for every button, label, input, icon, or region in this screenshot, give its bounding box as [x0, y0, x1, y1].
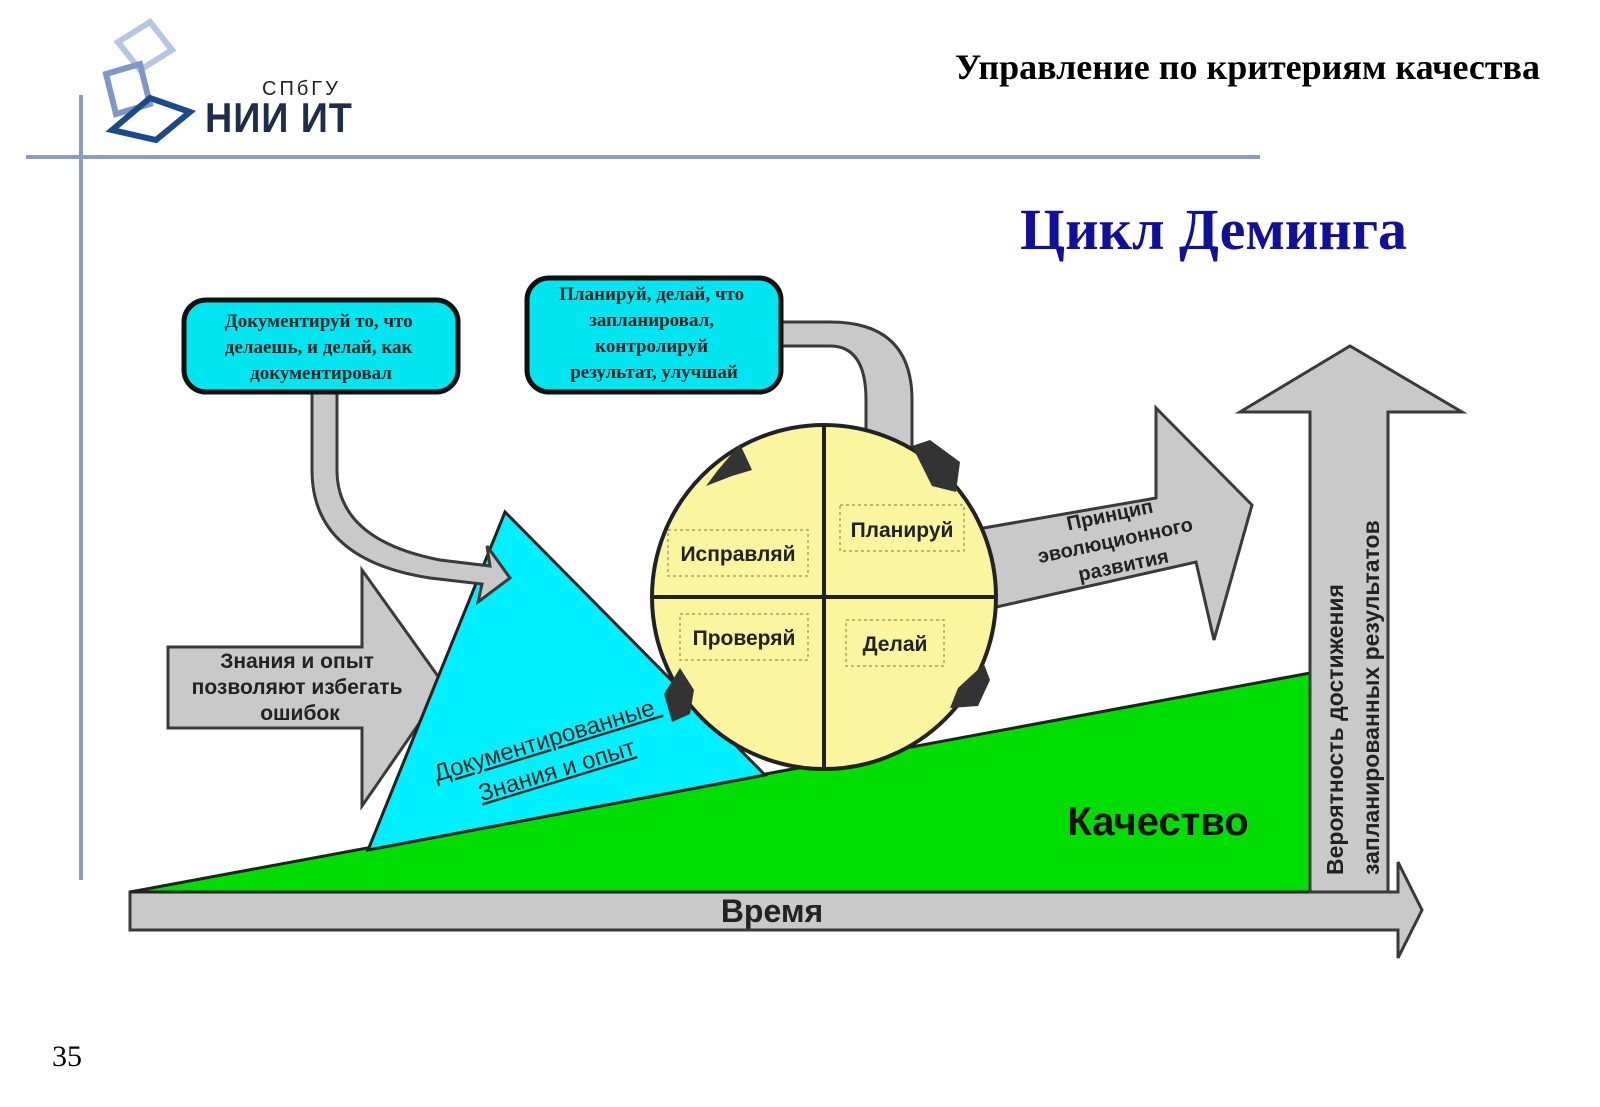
quadrant-check: Проверяй: [693, 627, 796, 650]
knowledge-arrow: [166, 565, 447, 811]
rotation-arrows: [664, 440, 990, 722]
slide-title: Цикл Деминга: [1020, 197, 1408, 262]
bubble-plan-do: Планируй, делай, что запланировал, контр…: [524, 275, 784, 395]
svg-text:Планируй, делай, что з: Планируй, делай, что запланировал, контр…: [559, 284, 749, 383]
logo-text: НИИ ИТ: [205, 94, 353, 141]
rotation-arrow-top-left: [706, 444, 752, 486]
knowledge-arrow-text: Знания и опыт позволяют избегать ошибок: [192, 650, 409, 725]
page-number: 35: [52, 1040, 82, 1073]
evolution-arrow: [970, 404, 1254, 641]
header-title: Управление по критериям качества: [954, 47, 1540, 87]
probability-arrow: [1234, 344, 1468, 894]
curved-arrow-left: [310, 388, 513, 606]
bubble-document: Документируй то, что делаешь, и делай, к…: [181, 297, 461, 395]
time-label: Время: [721, 893, 823, 929]
quadrant-act: Исправляй: [680, 543, 795, 566]
rotation-arrow-bottom-right: [950, 664, 990, 708]
pdca-circle: Исправляй Планируй Проверяй Делай: [650, 423, 998, 771]
quadrant-do: Делай: [863, 633, 928, 656]
probability-label: Вероятность достижения запланированных р…: [1322, 520, 1384, 875]
logo-subtitle: СПбГУ: [262, 78, 341, 100]
documented-knowledge-triangle: [365, 509, 769, 852]
svg-text:Документируй то, что д: Документируй то, что делаешь, и делай, к…: [225, 311, 418, 384]
rotation-arrow-bottom-left: [664, 668, 694, 722]
quadrant-plan: Планируй: [851, 519, 954, 542]
rotation-arrow-top-right: [912, 440, 960, 492]
logo-icon: [102, 18, 197, 144]
quality-label: Качество: [1067, 800, 1248, 844]
time-arrow: [128, 861, 1424, 959]
